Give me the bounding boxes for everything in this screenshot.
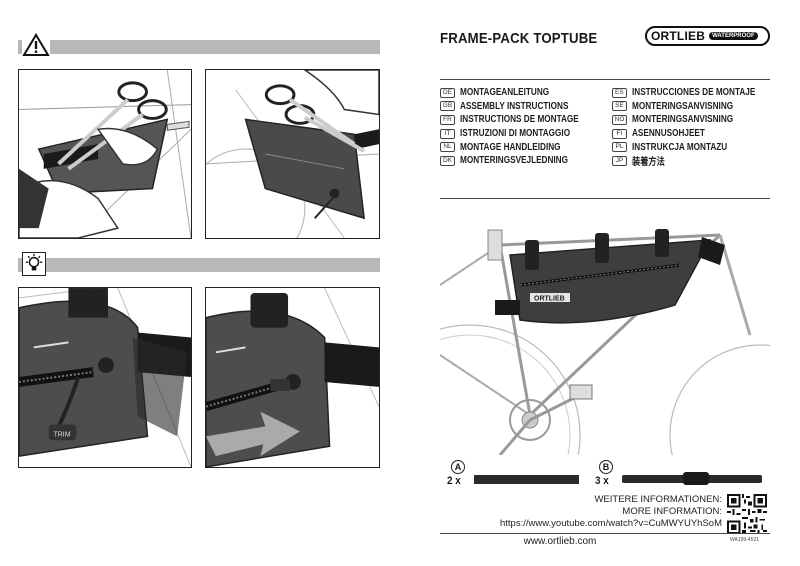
logo-tag: WATERPROOF [709,32,758,40]
language-code: FI [612,128,627,139]
product-title: FRAME-PACK TOPTUBE [440,30,598,47]
language-title: ASSEMBLY INSTRUCTIONS [460,100,569,112]
language-code: JP [612,155,627,166]
part-a-strap: A 2 x [447,460,607,490]
language-title: MONTERINGSANVISNING [632,114,734,126]
illustration-cut-strap-2 [205,69,380,239]
strap-a-graphic [474,475,579,484]
info-line-en: MORE INFORMATION: [622,506,722,517]
info-line-de: WEITERE INFORMATIONEN: [594,494,722,505]
logo-name: ORTLIEB [651,29,706,43]
language-code: FR [440,114,455,125]
video-link[interactable]: https://www.youtube.com/watch?v=CuMWYUYh… [499,518,722,529]
brand-logo: ORTLIEB WATERPROOF [645,26,770,46]
divider-bottom [440,533,770,534]
divider-top [440,79,770,80]
divider-middle [440,198,770,199]
language-title: INSTRUCCIONES DE MONTAJE [631,87,755,99]
language-item: JP 装着方法 [612,154,782,168]
strap-b-buckle [683,472,709,485]
language-title: 装着方法 [632,157,665,169]
language-item: ES INSTRUCCIONES DE MONTAJE [612,86,782,100]
bag-logo: ORTLIEB [534,296,565,303]
language-code: PL [612,142,627,153]
language-item: NL MONTAGE HANDLEIDING [440,140,610,154]
more-info: WEITERE INFORMATIONEN: MORE INFORMATION:… [460,494,722,530]
bike-overview-illustration: ORTLIEB [440,205,770,455]
language-code: GB [440,101,455,112]
warning-icon [22,33,50,57]
part-b-letter: B [599,460,613,474]
lightbulb-icon [22,252,46,276]
language-title: MONTAGEANLEITUNG [460,87,550,99]
zipper-pull-label: TRIM [54,431,71,438]
language-title: INSTRUKCJA MONTAZU [632,141,728,153]
language-column-left: DE MONTAGEANLEITUNG GB ASSEMBLY INSTRUCTIO… [440,86,610,168]
language-item: SE MONTERINGSANVISNING [612,100,782,114]
part-a-quantity: 2 x [447,475,461,487]
language-code: SE [612,101,627,112]
language-item: FR INSTRUCTIONS DE MONTAGE [440,113,610,127]
part-a-letter: A [451,460,465,474]
language-title: MONTERINGSANVISNING [632,100,734,112]
language-item: DE MONTAGEANLEITUNG [440,86,610,100]
language-code: ES [612,87,627,98]
language-item: PL INSTRUKCJA MONTAZU [612,140,782,154]
language-title: ASENNUSOHJEET [632,128,705,140]
language-item: DK MONTERINGSVEJLEDNING [440,154,610,168]
qr-code[interactable] [727,494,767,534]
language-column-right: ES INSTRUCCIONES DE MONTAJE SE MONTERINGSA… [612,86,782,168]
language-title: ISTRUZIONI DI MONTAGGIO [460,128,571,140]
tip-section-bar [18,258,380,272]
language-item: IT ISTRUZIONI DI MONTAGGIO [440,127,610,141]
language-item: GB ASSEMBLY INSTRUCTIONS [440,100,610,114]
language-item: NO MONTERINGSANVISNING [612,113,782,127]
document-id: WA199-4521 [730,537,759,543]
language-code: IT [440,128,455,139]
website-link[interactable]: www.ortlieb.com [523,536,597,547]
language-code: DE [440,87,455,98]
language-code: DK [440,155,455,166]
warning-section-bar [18,40,380,54]
language-title: MONTAGE HANDLEIDING [460,141,561,153]
part-b-strap: B 3 x [595,460,762,490]
language-title: MONTERINGSVEJLEDNING [460,155,568,167]
language-title: INSTRUCTIONS DE MONTAGE [460,114,579,126]
language-code: NL [440,142,455,153]
part-b-quantity: 3 x [595,475,609,487]
illustration-zipper-tip-1: TRIM [18,287,192,468]
illustration-zipper-tip-2 [205,287,380,468]
illustration-cut-strap-1 [18,69,192,239]
language-code: NO [612,114,627,125]
language-item: FI ASENNUSOHJEET [612,127,782,141]
